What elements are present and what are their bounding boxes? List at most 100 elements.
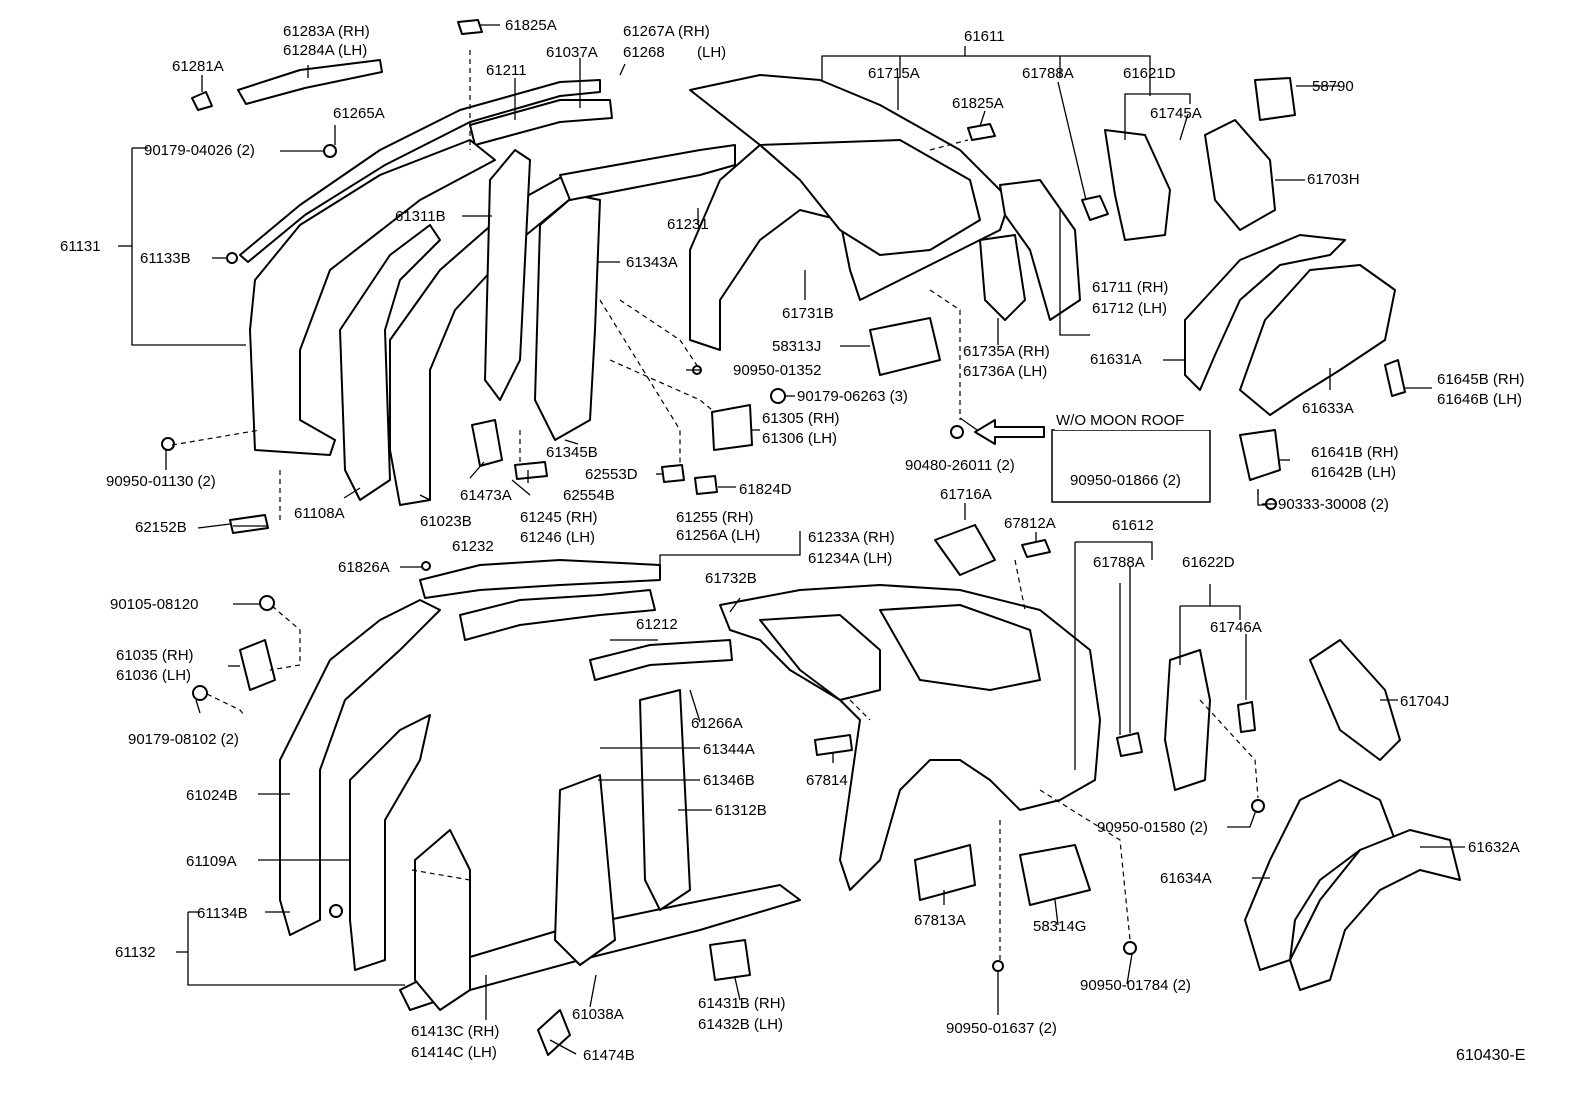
fastener-90179-04026: [323, 144, 337, 158]
inset-title: W/O MOON ROOF: [1056, 412, 1184, 429]
label-62554B: 62554B: [563, 487, 615, 504]
pillar-61312B: [639, 689, 691, 911]
label-61825A-mid: 61825A: [952, 95, 1004, 112]
label-61825A-top: 61825A: [505, 17, 557, 34]
center-pillar-61343A: [534, 194, 601, 441]
label-90950-01130: 90950-01130 (2): [106, 473, 216, 490]
label-62152B: 62152B: [135, 519, 187, 536]
bracket-58314G: [1019, 844, 1091, 906]
label-61268-lh: (LH): [697, 44, 726, 61]
bracket-58313J: [869, 317, 941, 376]
label-61311B: 61311B: [395, 208, 446, 225]
label-61108A: 61108A: [294, 505, 345, 522]
clip-61788A-bot: [1116, 732, 1143, 757]
label-61712: 61712 (LH): [1092, 300, 1167, 317]
front-pillar-61108A: [339, 224, 441, 501]
label-61211: 61211: [486, 62, 527, 79]
label-61631A: 61631A: [1090, 351, 1142, 368]
label-61212: 61212: [636, 616, 678, 633]
label-61268: 61268: [623, 44, 665, 61]
panel-61704J: [1309, 639, 1401, 761]
label-61612: 61612: [1112, 517, 1154, 534]
label-90950-01784: 90950-01784 (2): [1080, 977, 1191, 994]
fastener-90950-01784: [1123, 941, 1137, 955]
clip-61746A: [1237, 701, 1256, 733]
part-drawings: [161, 19, 1461, 1056]
label-61622D: 61622D: [1182, 554, 1235, 571]
rail-61212: [589, 639, 733, 681]
quarter-window-frame: [759, 139, 981, 256]
label-61745A: 61745A: [1150, 105, 1202, 122]
label-90179-08102: 90179-08102 (2): [128, 731, 239, 748]
label-90480-26011: 90480-26011 (2): [905, 457, 1015, 474]
label-61233A: 61233A (RH): [808, 529, 895, 546]
block-62554B: [514, 461, 548, 480]
label-61824D: 61824D: [739, 481, 792, 498]
fastener-61826A: [421, 561, 431, 571]
label-61645B: 61645B (RH): [1437, 371, 1525, 388]
label-61134B: 61134B: [197, 905, 248, 922]
label-61642B: 61642B (LH): [1311, 464, 1396, 481]
pad-67812A: [1021, 539, 1051, 558]
fastener-61133B: [226, 252, 238, 264]
fastener-90179-08102: [192, 685, 208, 701]
label-67814: 67814: [806, 772, 848, 789]
leader-lines: [118, 24, 1465, 1055]
label-90333-30008: 90333-30008 (2): [1278, 496, 1389, 513]
bracket-61305: [711, 404, 753, 451]
center-pillar-61311B: [484, 149, 531, 401]
wheelhouse-inner-61633A: [1239, 264, 1396, 416]
hinge-bracket-61035: [239, 639, 276, 691]
label-61704J: 61704J: [1400, 693, 1449, 710]
label-61735A: 61735A (RH): [963, 343, 1050, 360]
roof-side-rail-outer: [239, 79, 601, 263]
label-61035: 61035 (RH): [116, 647, 194, 664]
label-61633A: 61633A: [1302, 400, 1354, 417]
pillar-front-61038A: [414, 829, 471, 1011]
dashed-linkages: [171, 50, 1259, 960]
bracket-58790: [1254, 77, 1296, 121]
inset-arrow: [974, 419, 1045, 445]
label-61788A-top: 61788A: [1022, 65, 1074, 82]
label-61232: 61232: [452, 538, 494, 555]
grommet-61474B: [537, 1009, 571, 1056]
bracket-61645B: [1384, 359, 1406, 397]
label-90950-01580: 90950-01580 (2): [1097, 819, 1208, 836]
label-61133B: 61133B: [140, 250, 191, 267]
label-61473A: 61473A: [460, 487, 512, 504]
label-61265A: 61265A: [333, 105, 385, 122]
label-61621D: 61621D: [1123, 65, 1176, 82]
center-pillar-61344A: [554, 774, 616, 966]
label-58314G: 58314G: [1033, 918, 1086, 935]
label-61731B: 61731B: [782, 305, 834, 322]
pad-61825A-mid: [967, 123, 996, 141]
label-61246: 61246 (LH): [520, 529, 595, 546]
label-67813A: [914, 844, 976, 901]
label-61414C: 61414C (LH): [411, 1044, 497, 1061]
label-61306: 61306 (LH): [762, 430, 837, 447]
bracket-61641B: [1239, 429, 1281, 481]
label-61715A: 61715A: [868, 65, 920, 82]
label-61266A: 61266A: [691, 715, 743, 732]
label-90179-06263: 90179-06263 (3): [797, 388, 908, 405]
label-62553D: 62553D: [585, 466, 638, 483]
label-61611: 61611: [964, 28, 1005, 45]
label-67812A: 67812A: [1004, 515, 1056, 532]
label-61132: 61132: [115, 944, 156, 961]
label-61732B: 61732B: [705, 570, 757, 587]
fastener-90105-08120: [259, 595, 275, 611]
roof-rail-bracket: [237, 59, 383, 105]
label-90950-01637: 90950-01637 (2): [946, 1020, 1057, 1037]
label-61646B: 61646B (LH): [1437, 391, 1522, 408]
inset-box: W/O MOON ROOF 90950-01866 (2): [1051, 410, 1215, 503]
label-61788A-bot: 61788A: [1093, 554, 1145, 571]
label-61036: 61036 (LH): [116, 667, 191, 684]
fastener-90950-01637: [992, 960, 1004, 972]
label-61343A: 61343A: [626, 254, 678, 271]
label-61736A: 61736A (LH): [963, 363, 1047, 380]
label-61413C: 61413C (RH): [411, 1023, 499, 1040]
label-61632A: 61632A: [1468, 839, 1520, 856]
label-61023B: 61023B: [420, 513, 472, 530]
label-61634A: 61634A: [1160, 870, 1212, 887]
